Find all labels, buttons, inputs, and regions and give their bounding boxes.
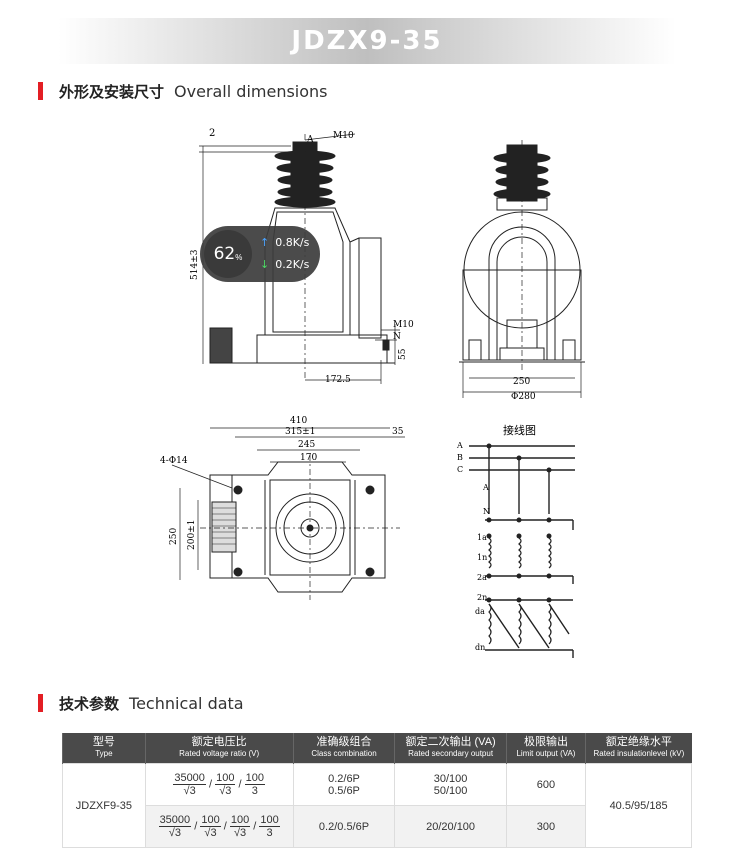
header-secondary-output: 额定二次输出 (VA)Rated secondary output	[394, 733, 507, 764]
section-title-en: Overall dimensions	[174, 81, 328, 101]
dim-250-front: 250	[513, 377, 530, 387]
dim-35: 35	[392, 427, 404, 437]
upload-value: 0.8	[275, 236, 293, 249]
section-title-cn: 技术参数	[59, 694, 120, 713]
arrow-up-icon: ↑	[260, 236, 270, 249]
section-marker	[38, 82, 43, 100]
plan-view-drawing: 410 315±1 35 245 170 4-Φ14 250 200±1	[160, 416, 405, 600]
limit-cell: 600	[505, 763, 587, 806]
usage-percent-unit: %	[235, 252, 243, 262]
download-value: 0.2	[275, 258, 293, 271]
label-n-terminal: N	[393, 332, 401, 342]
dim-2: 2	[209, 128, 215, 139]
section-marker	[38, 694, 43, 712]
section-title-en: Technical data	[129, 693, 244, 713]
dim-200: 200±1	[187, 520, 197, 550]
terminal-label: 1n	[477, 553, 487, 562]
terminal-label: N	[483, 507, 490, 516]
usage-percent: 62	[213, 244, 236, 264]
terminal-label: dn	[475, 643, 485, 652]
label-m10-side: M10	[393, 320, 414, 330]
section-heading-dimensions: 外形及安装尺寸 Overall dimensions	[38, 81, 328, 101]
arrow-down-icon: ↓	[260, 258, 270, 271]
section-heading-technical: 技术参数 Technical data	[38, 693, 244, 713]
label-m10-top: M10	[333, 131, 354, 141]
dim-315: 315±1	[285, 427, 315, 437]
wiring-diagram: 接线图 A B C A N 1a 1n 2a	[456, 423, 575, 658]
download-speed: ↓ 0.2K/s	[260, 258, 309, 271]
upload-speed: ↑ 0.8K/s	[260, 236, 309, 249]
label-a-terminal: A	[306, 135, 314, 145]
terminal-label: 2n	[477, 593, 487, 602]
dim-172-5: 172.5	[325, 375, 351, 385]
dim-phi280: Φ280	[511, 392, 536, 402]
wiring-title: 接线图	[503, 423, 536, 437]
dim-250-side: 250	[169, 528, 179, 545]
limit-cell: 300	[505, 805, 587, 848]
title-banner: JDZX9-35	[58, 18, 676, 64]
usage-gauge: 62%	[204, 230, 252, 278]
dim-514: 514±3	[190, 249, 200, 280]
dim-245: 245	[298, 440, 315, 450]
type-cell: JDZXF9-35	[62, 763, 146, 848]
terminal-label: 1a	[477, 533, 487, 542]
bus-label-a: A	[456, 441, 463, 450]
dim-4-phi14: 4-Φ14	[160, 456, 188, 466]
bus-label-c: C	[457, 465, 463, 474]
section-title-cn: 外形及安装尺寸	[59, 82, 165, 101]
terminal-label: 2a	[477, 573, 487, 582]
dim-55: 55	[398, 348, 408, 360]
terminal-label: A	[482, 483, 489, 492]
network-speed-widget[interactable]: 62% ↑0.8K/s ↓0.2K/s	[200, 226, 320, 282]
output-cell: 20/20/100	[394, 805, 507, 848]
terminal-label: da	[475, 607, 485, 616]
download-unit: K/s	[292, 258, 310, 271]
dim-170: 170	[300, 453, 317, 463]
dim-410: 410	[290, 416, 307, 426]
class-cell: 0.2/0.5/6P	[292, 805, 396, 848]
bus-label-b: B	[457, 453, 463, 462]
page-title: JDZX9-35	[291, 26, 443, 56]
insulation-cell: 40.5/95/185	[585, 763, 692, 848]
side-view-drawing: 250 Φ280	[459, 140, 585, 402]
upload-unit: K/s	[292, 236, 310, 249]
